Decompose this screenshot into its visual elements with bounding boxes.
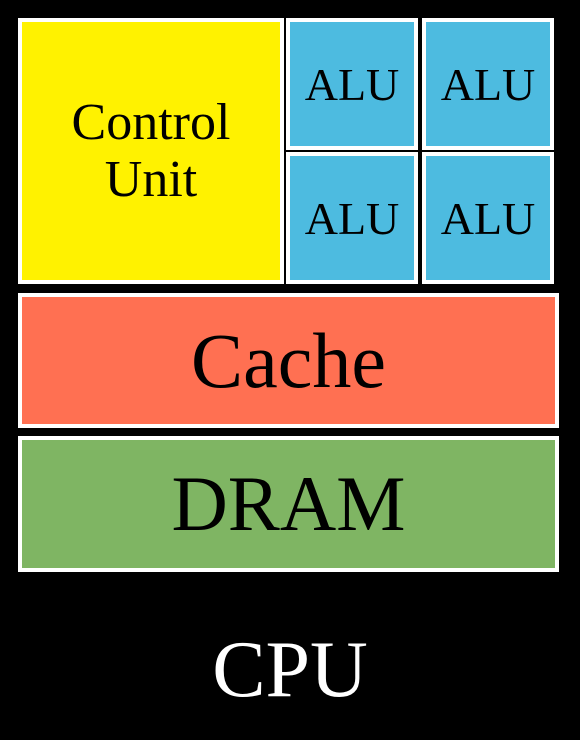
dram-label: DRAM — [171, 460, 406, 547]
alu-label-2: ALU — [440, 58, 536, 110]
alu-block-1: ALU — [286, 18, 418, 150]
alu-label-4: ALU — [440, 192, 536, 244]
control-unit-label: Control Unit — [71, 93, 231, 208]
alu-label-3: ALU — [304, 192, 400, 244]
cache-label: Cache — [191, 316, 386, 404]
dram-block: DRAM — [18, 436, 559, 572]
caption-label: CPU — [212, 625, 368, 714]
control-unit-block: Control Unit — [18, 18, 284, 284]
alu-block-4: ALU — [422, 152, 554, 284]
cache-block: Cache — [18, 293, 559, 428]
alu-block-3: ALU — [286, 152, 418, 284]
diagram-caption: CPU — [0, 620, 580, 720]
alu-label-1: ALU — [304, 58, 400, 110]
alu-block-2: ALU — [422, 18, 554, 150]
